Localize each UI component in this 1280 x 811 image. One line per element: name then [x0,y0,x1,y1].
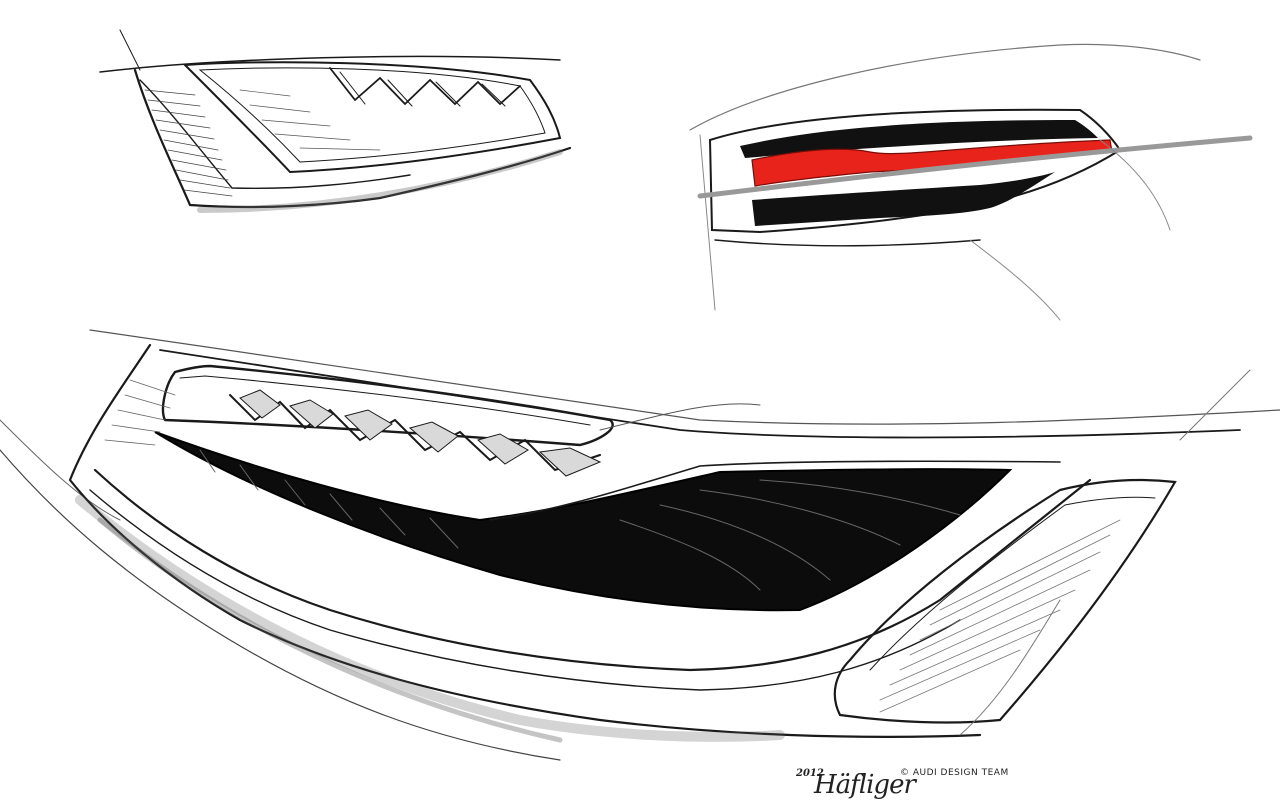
signature-name: Häfliger [814,770,916,800]
front-intake-sketch [0,329,1280,761]
air-intake-opening [154,431,1013,612]
signature-credit: © AUDI DESIGN TEAM [900,768,1009,778]
headlight-sketch [99,29,572,213]
signature-year: 2012 [796,768,824,779]
taillight-sketch [689,43,1253,321]
